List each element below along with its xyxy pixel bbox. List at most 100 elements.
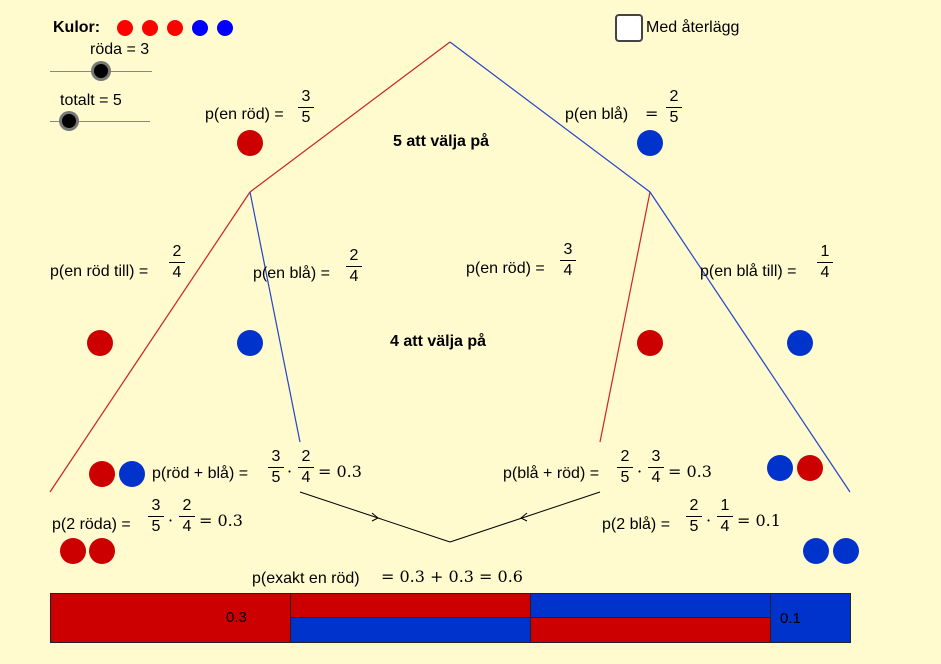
p-two-blue-label: p(2 blå) = [602,516,671,533]
blue-blue-ball [787,330,813,356]
branch-red-red [49,191,251,493]
frac-num: 2 [620,448,630,465]
p-blue-blue-num: 1 [820,243,830,260]
frac-den: 4 [720,518,730,535]
header-ball-red-3 [167,20,183,36]
p-blue-blue-den: 4 [820,264,830,281]
p-red-red-den: 4 [172,264,182,281]
frac-den: 5 [151,518,161,535]
kulor-label: Kulor: [53,19,101,36]
outcome-blue-red-ball-red [797,455,823,481]
branch-blue-red [599,191,651,443]
frac-den: 5 [689,518,699,535]
p-first-red-label: p(en röd) = [205,106,284,123]
level1-count-label: 5 att välja på [393,133,490,150]
p-blue-red-label: p(en röd) = [466,260,545,277]
totalt-slider-label: totalt = 5 [60,92,122,109]
totalt-slider-handle[interactable] [62,114,76,128]
dot-operator: · [706,511,712,530]
p-blue-red-outcome-label: p(blå + röd) = [503,465,600,482]
roda-slider-label: röda = 3 [90,41,150,58]
header-ball-blue-2 [217,20,233,36]
red-blue-ball [237,330,263,356]
p-blue-blue-label: p(en blå till) = [700,263,797,280]
dot-operator: · [287,462,293,481]
outcome-two-red-ball-2 [89,538,115,564]
p-exakt-expr: = 0.3 + 0.3 = 0.6 [381,567,523,586]
frac-den: 5 [271,469,281,486]
frac-den: 4 [651,469,661,486]
p-two-red-label: p(2 röda) = [52,516,131,533]
p-first-blue-den: 5 [669,109,679,126]
p-blue-red-num: 3 [563,241,573,258]
red-red-ball [87,330,113,356]
p-red-blue-den: 4 [349,268,359,285]
level2-count-label: 4 att välja på [390,333,487,350]
arrow-left-icon [371,512,379,522]
med-aterlagg-checkbox[interactable] [615,14,643,42]
dot-operator: · [637,462,643,481]
p-blue-red-outcome-result: = 0.3 [668,462,712,481]
frac-num: 2 [689,497,699,514]
totalt-slider-track[interactable] [50,121,150,122]
branch-root-blue [449,41,651,193]
dot-operator: · [168,511,174,530]
frac-num: 2 [182,497,192,514]
outcome-blue-red-ball-blue [767,455,793,481]
p-first-blue-label: p(en blå) [565,106,629,123]
frac-num: 3 [651,448,661,465]
p-two-red-result: = 0.3 [199,511,243,530]
frac-num: 2 [301,448,311,465]
header-ball-red-1 [117,20,133,36]
frac-den: 5 [620,469,630,486]
p-blue-red-den: 4 [563,262,573,279]
bar-two-blue-value: 0.1 [780,610,801,627]
p-red-blue-outcome-label: p(röd + blå) = [152,465,249,482]
bar-segment-two-blue [770,593,851,643]
p-two-blue-result: = 0.1 [737,511,781,530]
frac-num: 3 [271,448,281,465]
p-exakt-label: p(exakt en röd) [252,570,360,587]
roda-slider-handle[interactable] [94,64,108,78]
branch-red-blue [249,191,301,443]
p-red-blue-outcome-result: = 0.3 [318,462,362,481]
first-blue-ball [637,130,663,156]
p-red-blue-label: p(en blå) = [253,265,330,282]
bar-segment-blue-red-bottom [530,617,771,643]
first-red-ball [237,130,263,156]
bar-two-red-value: 0.3 [226,609,247,626]
outcome-red-blue-ball-blue [119,461,145,487]
vector-right [449,491,601,543]
frac-num: 3 [151,497,161,514]
branch-root-red [249,41,451,193]
bar-segment-blue-red-top [530,593,771,618]
p-first-blue-eq: = [645,104,659,123]
outcome-two-red-ball-1 [60,538,86,564]
frac-num: 1 [720,497,730,514]
blue-red-ball [637,330,663,356]
arrow-right-icon [520,512,528,522]
outcome-two-blue-ball-1 [803,538,829,564]
bar-segment-two-red [50,593,291,643]
med-aterlagg-label[interactable]: Med återlägg [646,19,740,36]
bar-segment-red-blue-bottom [290,617,531,643]
p-red-red-label: p(en röd till) = [50,263,149,280]
outcome-two-blue-ball-2 [833,538,859,564]
p-first-blue-num: 2 [669,88,679,105]
frac-den: 4 [182,518,192,535]
bar-segment-red-blue-top [290,593,531,618]
